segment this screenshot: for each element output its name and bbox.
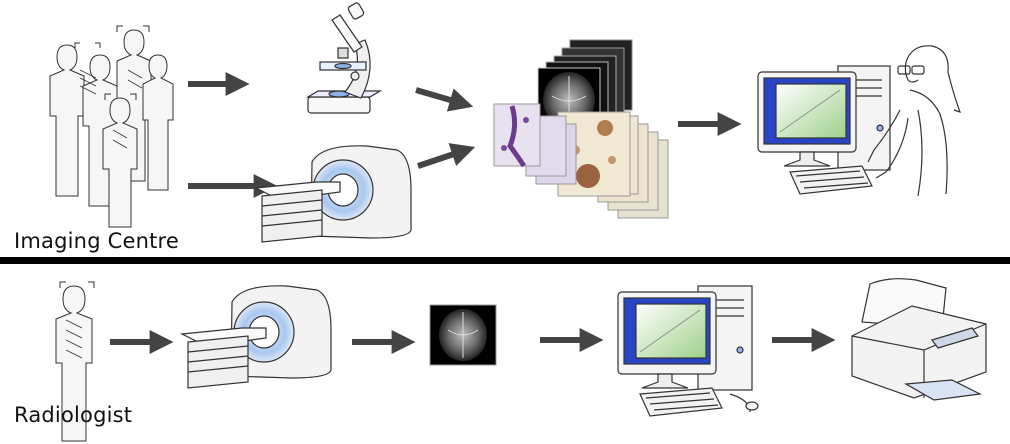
arrow-right-icon: [415, 87, 474, 112]
researcher-icon: [867, 45, 962, 197]
microscope-icon: [305, 2, 383, 114]
computer-workstation-icon: [617, 285, 759, 417]
computer-workstation-icon: [757, 65, 891, 195]
people-group-icon: [49, 25, 174, 228]
image-stack-icon: [493, 39, 669, 219]
printer-icon: [851, 278, 987, 401]
mri-scanner-icon: [179, 285, 332, 389]
section-label-imaging-centre: Imaging Centre: [14, 229, 180, 253]
mri-image-icon: [429, 304, 497, 366]
section-divider: [0, 257, 1010, 264]
arrow-right-icon: [417, 143, 476, 169]
mri-scanner-icon: [253, 145, 412, 243]
person-icon: [55, 281, 95, 442]
section-label-radiologist: Radiologist: [14, 403, 133, 427]
